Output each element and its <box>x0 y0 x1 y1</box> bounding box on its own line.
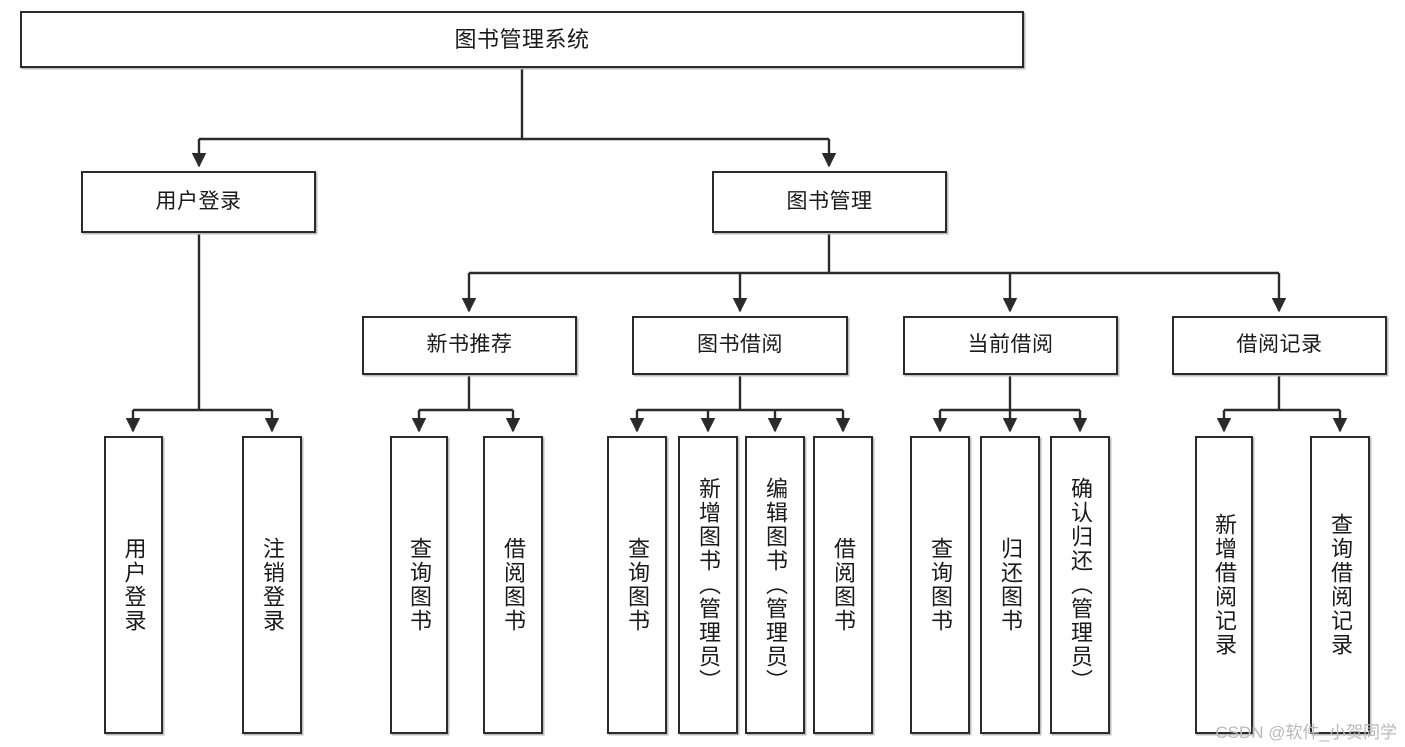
node-borrow-record[interactable]: 借阅记录 <box>1172 316 1387 375</box>
node-book-borrow[interactable]: 图书借阅 <box>632 316 848 375</box>
node-new-book-rec-label: 新书推荐 <box>426 333 513 357</box>
leaf-rec-add[interactable]: 新增借阅记录 <box>1195 436 1253 734</box>
node-user-login-label: 用户登录 <box>155 189 242 213</box>
leaf-borrow-lend[interactable]: 借阅图书 <box>813 436 873 734</box>
leaf-borrow-query[interactable]: 查询图书 <box>607 436 667 734</box>
leaf-user-logout-label: 注销登录 <box>260 537 285 633</box>
leaf-rec-query-label: 查询图书 <box>407 537 432 633</box>
node-user-login[interactable]: 用户登录 <box>81 171 316 233</box>
leaf-cur-confirm-label: 确认归还（管理员） <box>1068 477 1093 693</box>
node-current-borrow-label: 当前借阅 <box>967 333 1054 357</box>
leaf-user-login-label: 用户登录 <box>121 537 147 633</box>
leaf-borrow-add-label: 新增图书（管理员） <box>696 477 721 693</box>
leaf-rec-query2[interactable]: 查询借阅记录 <box>1310 436 1370 734</box>
leaf-borrow-lend-label: 借阅图书 <box>831 537 856 633</box>
leaf-rec-borrow-label: 借阅图书 <box>501 537 526 633</box>
leaf-cur-return[interactable]: 归还图书 <box>980 436 1040 734</box>
leaf-borrow-query-label: 查询图书 <box>625 537 650 633</box>
leaf-borrow-add[interactable]: 新增图书（管理员） <box>678 436 738 734</box>
leaf-user-login[interactable]: 用户登录 <box>104 436 163 734</box>
node-borrow-record-label: 借阅记录 <box>1236 333 1323 357</box>
node-root[interactable]: 图书管理系统 <box>20 11 1024 68</box>
leaf-user-logout[interactable]: 注销登录 <box>242 436 302 734</box>
node-new-book-rec[interactable]: 新书推荐 <box>362 316 577 375</box>
leaf-rec-add-label: 新增借阅记录 <box>1212 513 1237 657</box>
node-current-borrow[interactable]: 当前借阅 <box>903 316 1118 375</box>
leaf-cur-confirm[interactable]: 确认归还（管理员） <box>1050 436 1110 734</box>
leaf-rec-query[interactable]: 查询图书 <box>390 436 448 734</box>
node-book-manage-label: 图书管理 <box>786 189 873 213</box>
leaf-rec-borrow[interactable]: 借阅图书 <box>483 436 543 734</box>
leaf-cur-return-label: 归还图书 <box>998 537 1023 633</box>
leaf-cur-query[interactable]: 查询图书 <box>910 436 970 734</box>
node-root-label: 图书管理系统 <box>454 26 590 52</box>
leaf-rec-query2-label: 查询借阅记录 <box>1328 513 1353 657</box>
leaf-borrow-edit[interactable]: 编辑图书（管理员） <box>745 436 805 734</box>
leaf-borrow-edit-label: 编辑图书（管理员） <box>763 477 788 693</box>
node-book-borrow-label: 图书借阅 <box>697 333 783 357</box>
leaf-cur-query-label: 查询图书 <box>928 537 953 633</box>
watermark: CSDN @软件_小贺同学 <box>1215 723 1397 742</box>
node-book-manage[interactable]: 图书管理 <box>712 171 947 233</box>
